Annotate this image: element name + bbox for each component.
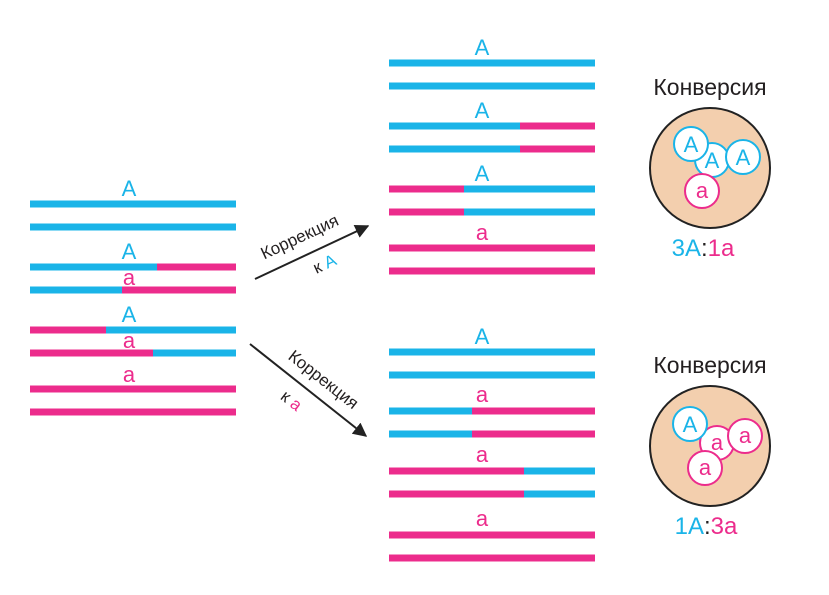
allele-label: a	[476, 506, 489, 531]
allele-label: A	[475, 324, 490, 349]
allele-label: a	[123, 265, 136, 290]
left-strand-group	[30, 200, 236, 416]
conversion-title: Конверсия	[653, 74, 766, 100]
allele-circle	[684, 173, 720, 209]
allele-label: a	[476, 220, 489, 245]
allele-circle-label: A	[684, 132, 699, 157]
ratio-label: 1A:3a	[675, 513, 738, 540]
allele-circle	[673, 126, 709, 162]
bottom-result-strand-group	[389, 348, 595, 562]
bottom-result-allele-labels: A a a a	[475, 324, 490, 531]
allele-label: A	[475, 98, 490, 123]
ratio-label: 3A:1a	[672, 235, 735, 262]
allele-label: a	[476, 442, 489, 467]
allele-circle-label: a	[699, 455, 712, 480]
conversion-title: Конверсия	[653, 352, 766, 378]
allele-label: a	[123, 328, 136, 353]
allele-circle-label: a	[696, 178, 709, 203]
allele-label: A	[122, 176, 137, 201]
allele-label: a	[476, 382, 489, 407]
allele-label: A	[122, 302, 137, 327]
arrow-line	[249, 343, 368, 437]
allele-label: a	[123, 362, 136, 387]
bottom-conversion-panel: Конверсия a A a a 1A:3a	[649, 352, 771, 540]
allele-circle-label: A	[705, 148, 720, 173]
allele-circle-label: A	[683, 412, 698, 437]
top-result-strand-group	[389, 59, 595, 275]
top-conversion-panel: Конверсия A A A a 3A:1a	[649, 74, 771, 262]
top-result-allele-labels: A A A a	[475, 35, 490, 245]
allele-circle-label: a	[739, 423, 752, 448]
allele-circle-label: a	[711, 430, 724, 455]
arrow-label-target: к a	[277, 387, 306, 416]
allele-label: A	[122, 239, 137, 264]
allele-circle	[727, 418, 763, 454]
left-allele-labels: A A a A a a	[122, 176, 137, 387]
arrow-correction-to-A: Коррекция к A	[254, 211, 370, 280]
allele-label: A	[475, 161, 490, 186]
allele-circle	[725, 139, 761, 175]
arrow-line	[254, 225, 370, 280]
arrow-correction-to-a: Коррекция к a	[249, 343, 368, 437]
arrow-label-target: к A	[310, 250, 340, 277]
allele-circle-label: A	[736, 145, 751, 170]
allele-circle	[687, 450, 723, 486]
allele-circle	[672, 406, 708, 442]
allele-label: A	[475, 35, 490, 60]
